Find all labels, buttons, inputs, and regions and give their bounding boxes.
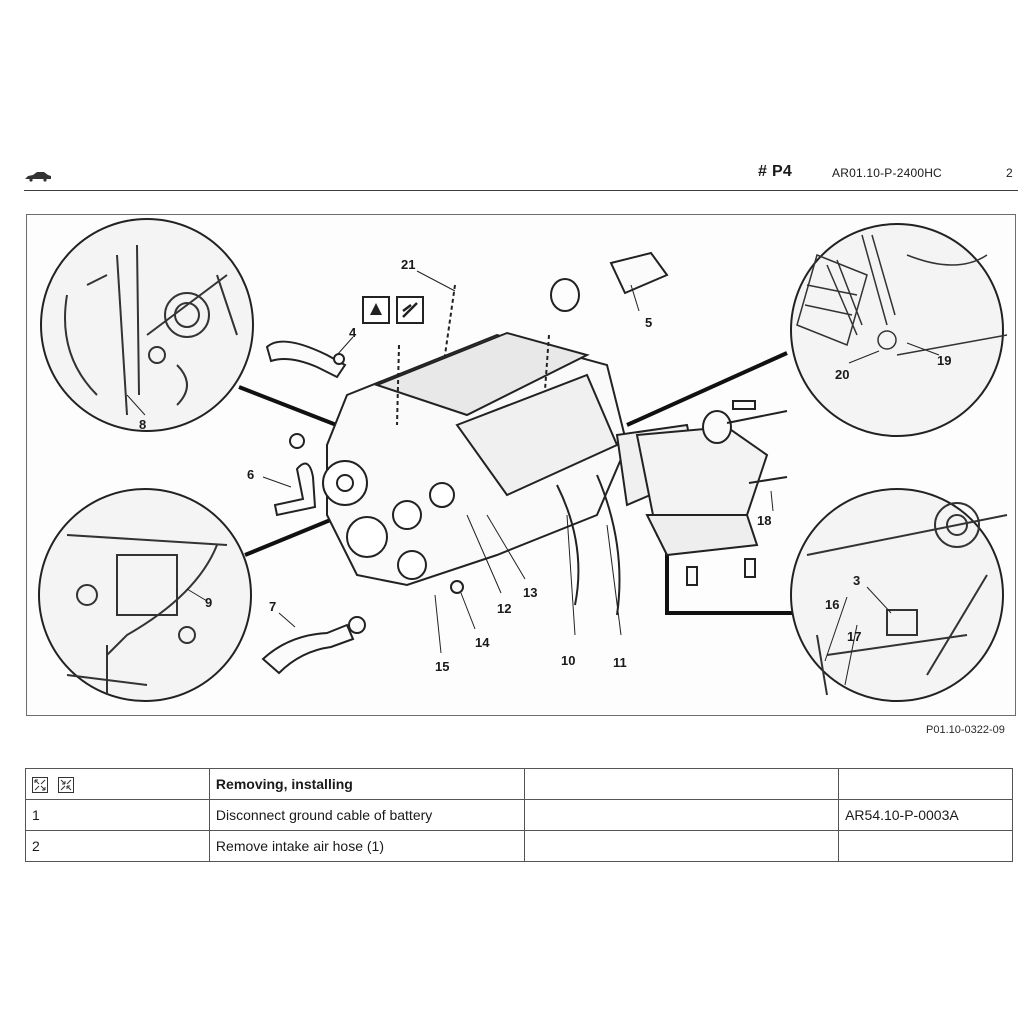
callout-21: 21	[401, 257, 415, 272]
page-number: 2	[1006, 166, 1013, 180]
procedure-table: Removing, installing 1 Disconnect ground…	[25, 768, 1013, 862]
header-label: Removing, installing	[208, 768, 525, 800]
diagram-drawing: 21 4 5 6 7 8 9 10 11 12 13 14 15 18 19 2…	[38, 218, 1008, 702]
detail-circle-top-left	[40, 218, 254, 432]
callout-labels: 21 4 5 6 7 8 9 10 11 12 13 14 15 18 19 2…	[139, 257, 951, 674]
tool-symbol-icon	[396, 296, 424, 324]
callout-12: 12	[497, 601, 511, 616]
callout-19: 19	[937, 353, 951, 368]
table-row: 1 Disconnect ground cable of battery AR5…	[25, 799, 1013, 831]
header-icons-cell	[25, 768, 210, 800]
callout-14: 14	[475, 635, 490, 650]
warning-symbol-icon	[362, 296, 390, 324]
callout-5: 5	[645, 315, 652, 330]
step-empty-cell	[523, 830, 840, 862]
callout-7: 7	[269, 599, 276, 614]
lifting-chains	[396, 284, 550, 426]
expand-arrows-icon	[32, 776, 48, 793]
step-reference[interactable]: AR54.10-P-0003A	[838, 799, 1013, 831]
table-row: 2 Remove intake air hose (1)	[25, 830, 1013, 862]
engine-removal-diagram: 21 4 5 6 7 8 9 10 11 12 13 14 15 18 19 2…	[26, 214, 1016, 716]
header-rule	[24, 190, 1018, 191]
callout-11: 11	[613, 655, 627, 670]
callout-3: 3	[853, 573, 860, 588]
callout-8: 8	[139, 417, 146, 432]
detail-circle-top-right	[790, 223, 1008, 437]
step-number: 2	[25, 830, 210, 862]
step-text: Remove intake air hose (1)	[208, 830, 525, 862]
document-reference: AR01.10-P-2400HC	[832, 166, 942, 180]
callout-4: 4	[349, 325, 357, 340]
collapse-arrows-icon	[57, 776, 74, 793]
detail-circle-bottom-right	[790, 488, 1008, 702]
callout-20: 20	[835, 367, 849, 382]
figure-reference: P01.10-0322-09	[926, 724, 1005, 736]
header-empty-cell	[523, 768, 840, 800]
callout-18: 18	[757, 513, 771, 528]
callout-leaders	[126, 270, 940, 686]
callout-6: 6	[247, 467, 254, 482]
car-silhouette-icon	[25, 172, 51, 182]
step-empty-cell	[523, 799, 840, 831]
callout-16: 16	[825, 597, 839, 612]
callout-9: 9	[205, 595, 212, 610]
step-reference	[838, 830, 1013, 862]
table-header-row: Removing, installing	[25, 768, 1013, 800]
document-code: # P4	[758, 163, 793, 180]
loose-parts	[261, 251, 788, 675]
step-number: 1	[25, 799, 210, 831]
engine-illustration	[322, 331, 769, 616]
callout-13: 13	[523, 585, 537, 600]
callout-15: 15	[435, 659, 449, 674]
detail-circle-bottom-left	[38, 488, 252, 702]
step-text: Disconnect ground cable of battery	[208, 799, 525, 831]
page-header: # P4 AR01.10-P-2400HC 2	[24, 160, 1018, 192]
header-empty-cell-2	[838, 768, 1013, 800]
callout-10: 10	[561, 653, 575, 668]
callout-17: 17	[847, 629, 861, 644]
